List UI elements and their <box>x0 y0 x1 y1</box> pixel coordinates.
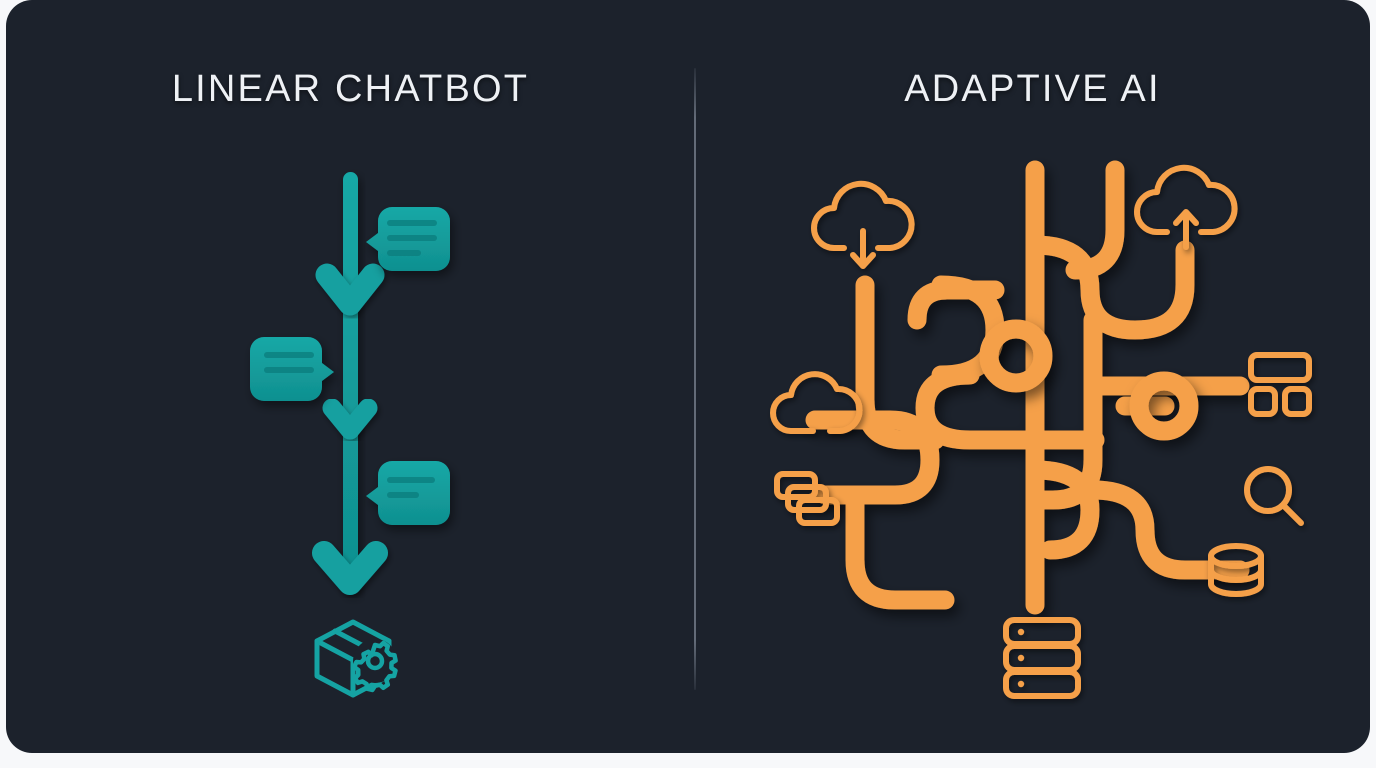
database-icon <box>1208 543 1264 597</box>
panel-divider <box>694 68 696 690</box>
panel-adaptive-ai: ADAPTIVE AI <box>695 0 1370 753</box>
panel-right-title: ADAPTIVE AI <box>904 68 1161 110</box>
linear-flow-diagram <box>250 172 450 698</box>
flow-arrow-3 <box>312 541 388 595</box>
flow-axis-line <box>343 172 358 592</box>
network-path-bottom-left <box>845 485 955 610</box>
panel-linear-chatbot: LINEAR CHATBOT <box>6 0 695 753</box>
layers-icon <box>774 471 840 526</box>
dashboard-grid-icon <box>1248 352 1312 417</box>
network-path-left-elbow <box>855 275 945 450</box>
panel-left-title: LINEAR CHATBOT <box>171 68 530 110</box>
cloud-icon <box>770 371 863 434</box>
cloud-download-icon <box>811 180 915 269</box>
cloud-upload-icon <box>1134 164 1238 250</box>
network-path-lower-left-inlet <box>805 410 940 505</box>
package-gear-icon <box>314 619 398 698</box>
adaptive-network-diagram <box>770 160 1312 699</box>
gear-icon <box>352 639 398 693</box>
chat-bubble-icon-1 <box>366 207 450 271</box>
network-node-2 <box>1129 371 1199 441</box>
chat-bubble-icon-3 <box>366 461 450 525</box>
network-node-1 <box>979 319 1053 393</box>
network-nodes <box>979 319 1199 441</box>
comparison-card: LINEAR CHATBOT <box>6 0 1370 753</box>
network-path-to-search <box>1083 480 1250 580</box>
network-path-right-top <box>1065 160 1125 280</box>
network-path-lower-center <box>1025 460 1100 560</box>
flow-arrow-1 <box>315 263 385 316</box>
search-icon <box>1244 466 1304 526</box>
flow-arrow-2 <box>322 398 378 440</box>
server-rack-icon <box>1003 617 1081 699</box>
chat-bubble-icon-2 <box>250 337 334 401</box>
network-path-upper-right <box>1025 235 1195 340</box>
